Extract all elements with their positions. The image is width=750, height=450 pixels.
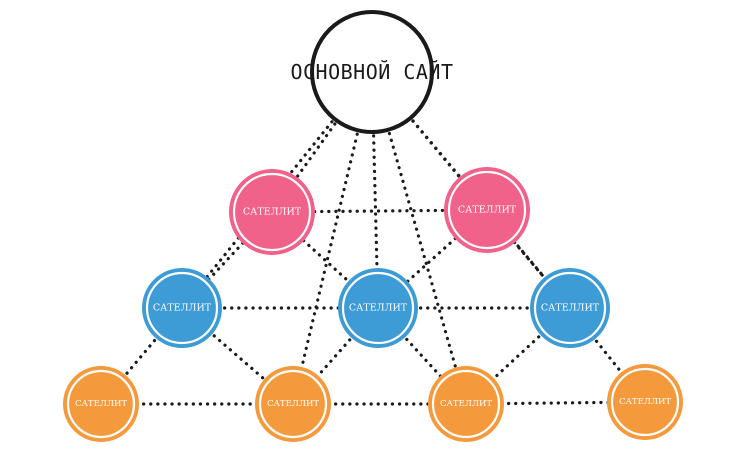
- main-site-circle: [310, 10, 434, 134]
- satellite-inner-ring: [533, 271, 607, 345]
- main-site-label: ОСНОВНОЙ САЙТ: [290, 60, 453, 84]
- satellite-circle: [338, 268, 418, 348]
- satellite-circle: [63, 366, 139, 442]
- satellite-node-pink-left: САТЕЛЛИТ: [229, 169, 315, 255]
- satellite-circle: [255, 366, 331, 442]
- satellite-circle: [607, 364, 683, 440]
- satellite-label: САТЕЛЛИТ: [440, 399, 492, 409]
- satellite-inner-ring: [258, 369, 328, 439]
- satellite-circle: [530, 268, 610, 348]
- satellite-circle: [229, 169, 315, 255]
- satellite-inner-ring: [447, 170, 527, 250]
- satellite-label: САТЕЛЛИТ: [349, 303, 408, 314]
- satellite-circle: [428, 366, 504, 442]
- satellite-circle: [444, 167, 530, 253]
- satellite-node-orange-4: САТЕЛЛИТ: [607, 364, 683, 440]
- satellite-label: САТЕЛЛИТ: [541, 303, 600, 314]
- satellite-node-pink-right: САТЕЛЛИТ: [444, 167, 530, 253]
- satellite-label: САТЕЛЛИТ: [153, 303, 212, 314]
- satellite-node-blue-center: САТЕЛЛИТ: [338, 268, 418, 348]
- satellite-label: САТЕЛЛИТ: [458, 205, 517, 216]
- satellite-inner-ring: [341, 271, 415, 345]
- satellite-node-blue-left: САТЕЛЛИТ: [142, 268, 222, 348]
- diagram-nodes: ОСНОВНОЙ САЙТ САТЕЛЛИТ САТЕЛЛИТ САТЕЛЛИТ САТ…: [63, 10, 683, 442]
- main-site-node: ОСНОВНОЙ САЙТ: [290, 10, 453, 134]
- satellite-inner-ring: [232, 172, 312, 252]
- satellite-inner-ring: [145, 271, 219, 345]
- satellite-inner-ring: [66, 369, 136, 439]
- connector-blue-right-orange-3: [464, 306, 572, 406]
- satellite-label: САТЕЛЛИТ: [243, 207, 302, 218]
- satellite-label: САТЕЛЛИТ: [267, 399, 319, 409]
- satellite-circle: [142, 268, 222, 348]
- satellite-inner-ring: [431, 369, 501, 439]
- satellite-node-orange-1: САТЕЛЛИТ: [63, 366, 139, 442]
- satellite-node-orange-2: САТЕЛЛИТ: [255, 366, 331, 442]
- satellite-node-blue-right: САТЕЛЛИТ: [530, 268, 610, 348]
- satellite-inner-ring: [610, 367, 680, 437]
- satellite-label: САТЕЛЛИТ: [619, 397, 671, 407]
- satellite-label: САТЕЛЛИТ: [75, 399, 127, 409]
- satellite-node-orange-3: САТЕЛЛИТ: [428, 366, 504, 442]
